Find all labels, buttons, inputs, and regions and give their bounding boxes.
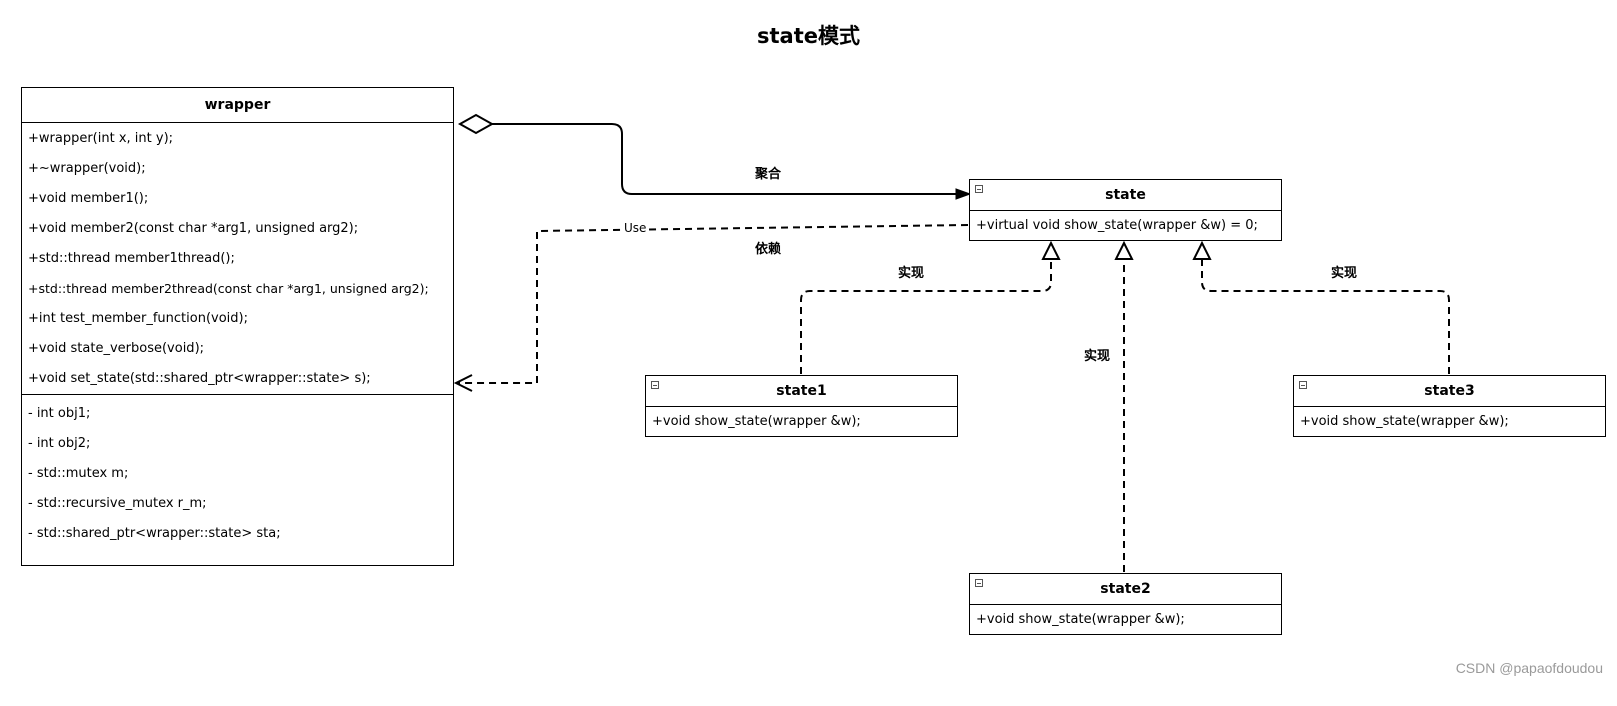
dependency-label: 依赖 bbox=[755, 242, 782, 257]
realization-triangle-state1 bbox=[1041, 240, 1061, 260]
collapse-icon[interactable] bbox=[975, 579, 983, 587]
dependency-line bbox=[456, 224, 969, 384]
realization-label-state3: 实现 bbox=[1331, 266, 1358, 281]
class-header-state1: state1 bbox=[646, 376, 957, 407]
class-name-state2: state2 bbox=[1100, 581, 1151, 597]
class-header-state2: state2 bbox=[970, 574, 1281, 605]
wrapper-method: +void state_verbose(void); bbox=[28, 341, 205, 356]
watermark: CSDN @papaofdoudou bbox=[1455, 660, 1603, 676]
aggregation-arrowhead bbox=[955, 188, 972, 200]
wrapper-attributes: - int obj1; - int obj2; - std::mutex m; … bbox=[22, 394, 453, 549]
wrapper-attribute: - int obj2; bbox=[28, 436, 91, 451]
collapse-icon[interactable] bbox=[1299, 381, 1307, 389]
class-state3[interactable]: state3 +void show_state(wrapper &w); bbox=[1293, 375, 1606, 437]
realization-line-state3 bbox=[1201, 260, 1450, 374]
wrapper-method: +std::thread member1thread(); bbox=[28, 251, 235, 266]
diagram-title: state模式 bbox=[757, 24, 860, 48]
wrapper-method: +void member2(const char *arg1, unsigned… bbox=[28, 221, 359, 236]
aggregation-diamond bbox=[457, 113, 495, 135]
class-state2[interactable]: state2 +void show_state(wrapper &w); bbox=[969, 573, 1282, 635]
wrapper-methods: +wrapper(int x, int y); +~wrapper(void);… bbox=[22, 123, 453, 394]
class-state[interactable]: state +virtual void show_state(wrapper &… bbox=[969, 179, 1282, 241]
collapse-icon[interactable] bbox=[975, 185, 983, 193]
wrapper-attribute: - std::mutex m; bbox=[28, 466, 129, 481]
wrapper-attribute: - int obj1; bbox=[28, 406, 91, 421]
class-state1[interactable]: state1 +void show_state(wrapper &w); bbox=[645, 375, 958, 437]
class-name-state3: state3 bbox=[1424, 383, 1475, 399]
realization-triangle-state2 bbox=[1114, 240, 1134, 260]
realization-label-state1: 实现 bbox=[898, 266, 925, 281]
aggregation-label: 聚合 bbox=[755, 167, 782, 182]
realization-line-state1 bbox=[800, 260, 1052, 374]
wrapper-method: +~wrapper(void); bbox=[28, 161, 146, 176]
wrapper-method: +wrapper(int x, int y); bbox=[28, 131, 174, 146]
wrapper-attribute: - std::recursive_mutex r_m; bbox=[28, 496, 207, 511]
wrapper-method: +std::thread member2thread(const char *a… bbox=[28, 281, 429, 296]
class-wrapper[interactable]: wrapper +wrapper(int x, int y); +~wrappe… bbox=[21, 87, 454, 566]
aggregation-line bbox=[492, 123, 965, 195]
state1-method: +void show_state(wrapper &w); bbox=[652, 414, 861, 429]
class-name-state1: state1 bbox=[776, 383, 827, 399]
wrapper-attribute: - std::shared_ptr<wrapper::state> sta; bbox=[28, 526, 281, 541]
state-method: +virtual void show_state(wrapper &w) = 0… bbox=[976, 218, 1258, 233]
realization-label-state2: 实现 bbox=[1084, 349, 1111, 364]
dependency-stereotype: Use bbox=[623, 221, 648, 235]
wrapper-method: +int test_member_function(void); bbox=[28, 311, 248, 326]
wrapper-method: +void set_state(std::shared_ptr<wrapper:… bbox=[28, 371, 371, 386]
class-name-wrapper: wrapper bbox=[22, 88, 453, 123]
state3-method: +void show_state(wrapper &w); bbox=[1300, 414, 1509, 429]
class-header-state3: state3 bbox=[1294, 376, 1605, 407]
dependency-arrowhead bbox=[453, 374, 473, 392]
state2-method: +void show_state(wrapper &w); bbox=[976, 612, 1185, 627]
collapse-icon[interactable] bbox=[651, 381, 659, 389]
realization-triangle-state3 bbox=[1192, 240, 1212, 260]
class-name-state: state bbox=[1105, 187, 1146, 203]
class-header-state: state bbox=[970, 180, 1281, 211]
wrapper-method: +void member1(); bbox=[28, 191, 149, 206]
